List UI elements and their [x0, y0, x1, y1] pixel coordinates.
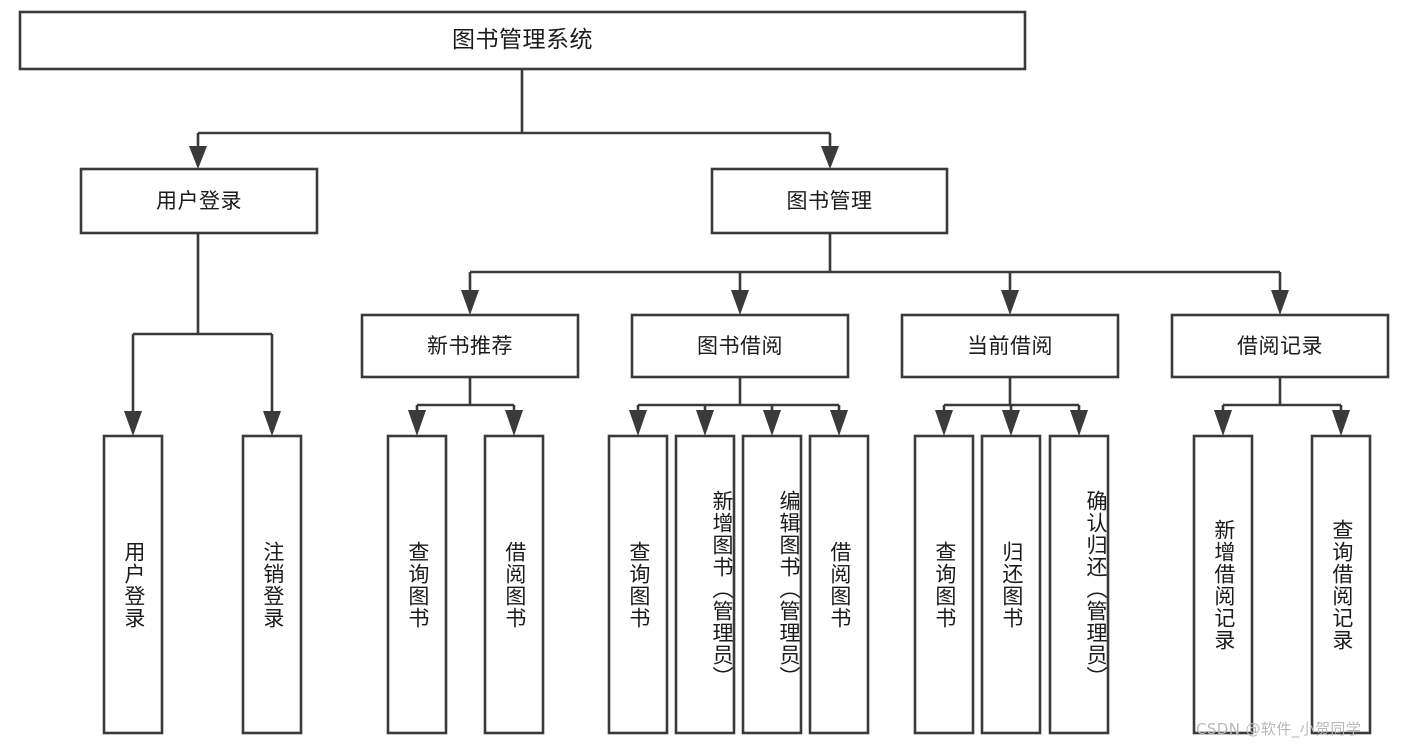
arrow-new-book-l2	[505, 410, 523, 436]
arrow-current-borrow-l3	[1070, 410, 1088, 436]
node-root[interactable]	[18, 10, 1027, 71]
arrow-book-mgmt-c4	[1271, 290, 1289, 315]
node-user-login[interactable]	[79, 167, 319, 235]
node-new-book-recommend[interactable]	[360, 313, 580, 379]
leaf-new-book-0[interactable]	[386, 434, 448, 735]
arrow-current-borrow-l2	[1002, 410, 1020, 436]
node-book-management[interactable]	[710, 167, 949, 235]
leaf-borrow-book-2[interactable]	[741, 434, 803, 735]
arrow-book-mgmt-c2	[731, 290, 749, 315]
arrow-borrow-book-l4	[830, 410, 848, 436]
leaf-current-borrow-1[interactable]	[980, 434, 1042, 735]
node-current-borrow[interactable]	[900, 313, 1120, 379]
arrow-book-mgmt-c1	[461, 290, 479, 315]
leaf-borrow-book-1[interactable]	[674, 434, 736, 735]
leaf-current-borrow-0[interactable]	[913, 434, 975, 735]
leaf-user-login-0[interactable]	[102, 434, 164, 735]
arrow-new-book-l1	[408, 410, 426, 436]
arrow-borrow-book-l1	[629, 410, 647, 436]
node-borrow-record[interactable]	[1170, 313, 1390, 379]
arrow-borrow-record-l1	[1214, 410, 1232, 436]
arrow-borrow-book-l3	[763, 410, 781, 436]
leaf-current-borrow-2[interactable]	[1048, 434, 1110, 735]
leaf-borrow-book-3[interactable]	[808, 434, 870, 735]
arrow-borrow-record-l2	[1332, 410, 1350, 436]
arrow-user-login-l1	[124, 411, 142, 436]
arrow-borrow-book-l2	[696, 410, 714, 436]
arrow-user-login-l2	[263, 411, 281, 436]
arrow-book-mgmt-c3	[1001, 290, 1019, 315]
leaf-new-book-1[interactable]	[483, 434, 545, 735]
arrow-root-to-book-mgmt	[821, 146, 839, 169]
arrow-current-borrow-l1	[935, 410, 953, 436]
node-book-borrow[interactable]	[630, 313, 850, 379]
leaf-borrow-record-1[interactable]	[1310, 434, 1372, 735]
arrow-root-to-user-login	[189, 146, 207, 169]
leaf-borrow-record-0[interactable]	[1192, 434, 1254, 735]
leaf-user-login-1[interactable]	[241, 434, 303, 735]
leaf-borrow-book-0[interactable]	[607, 434, 669, 735]
